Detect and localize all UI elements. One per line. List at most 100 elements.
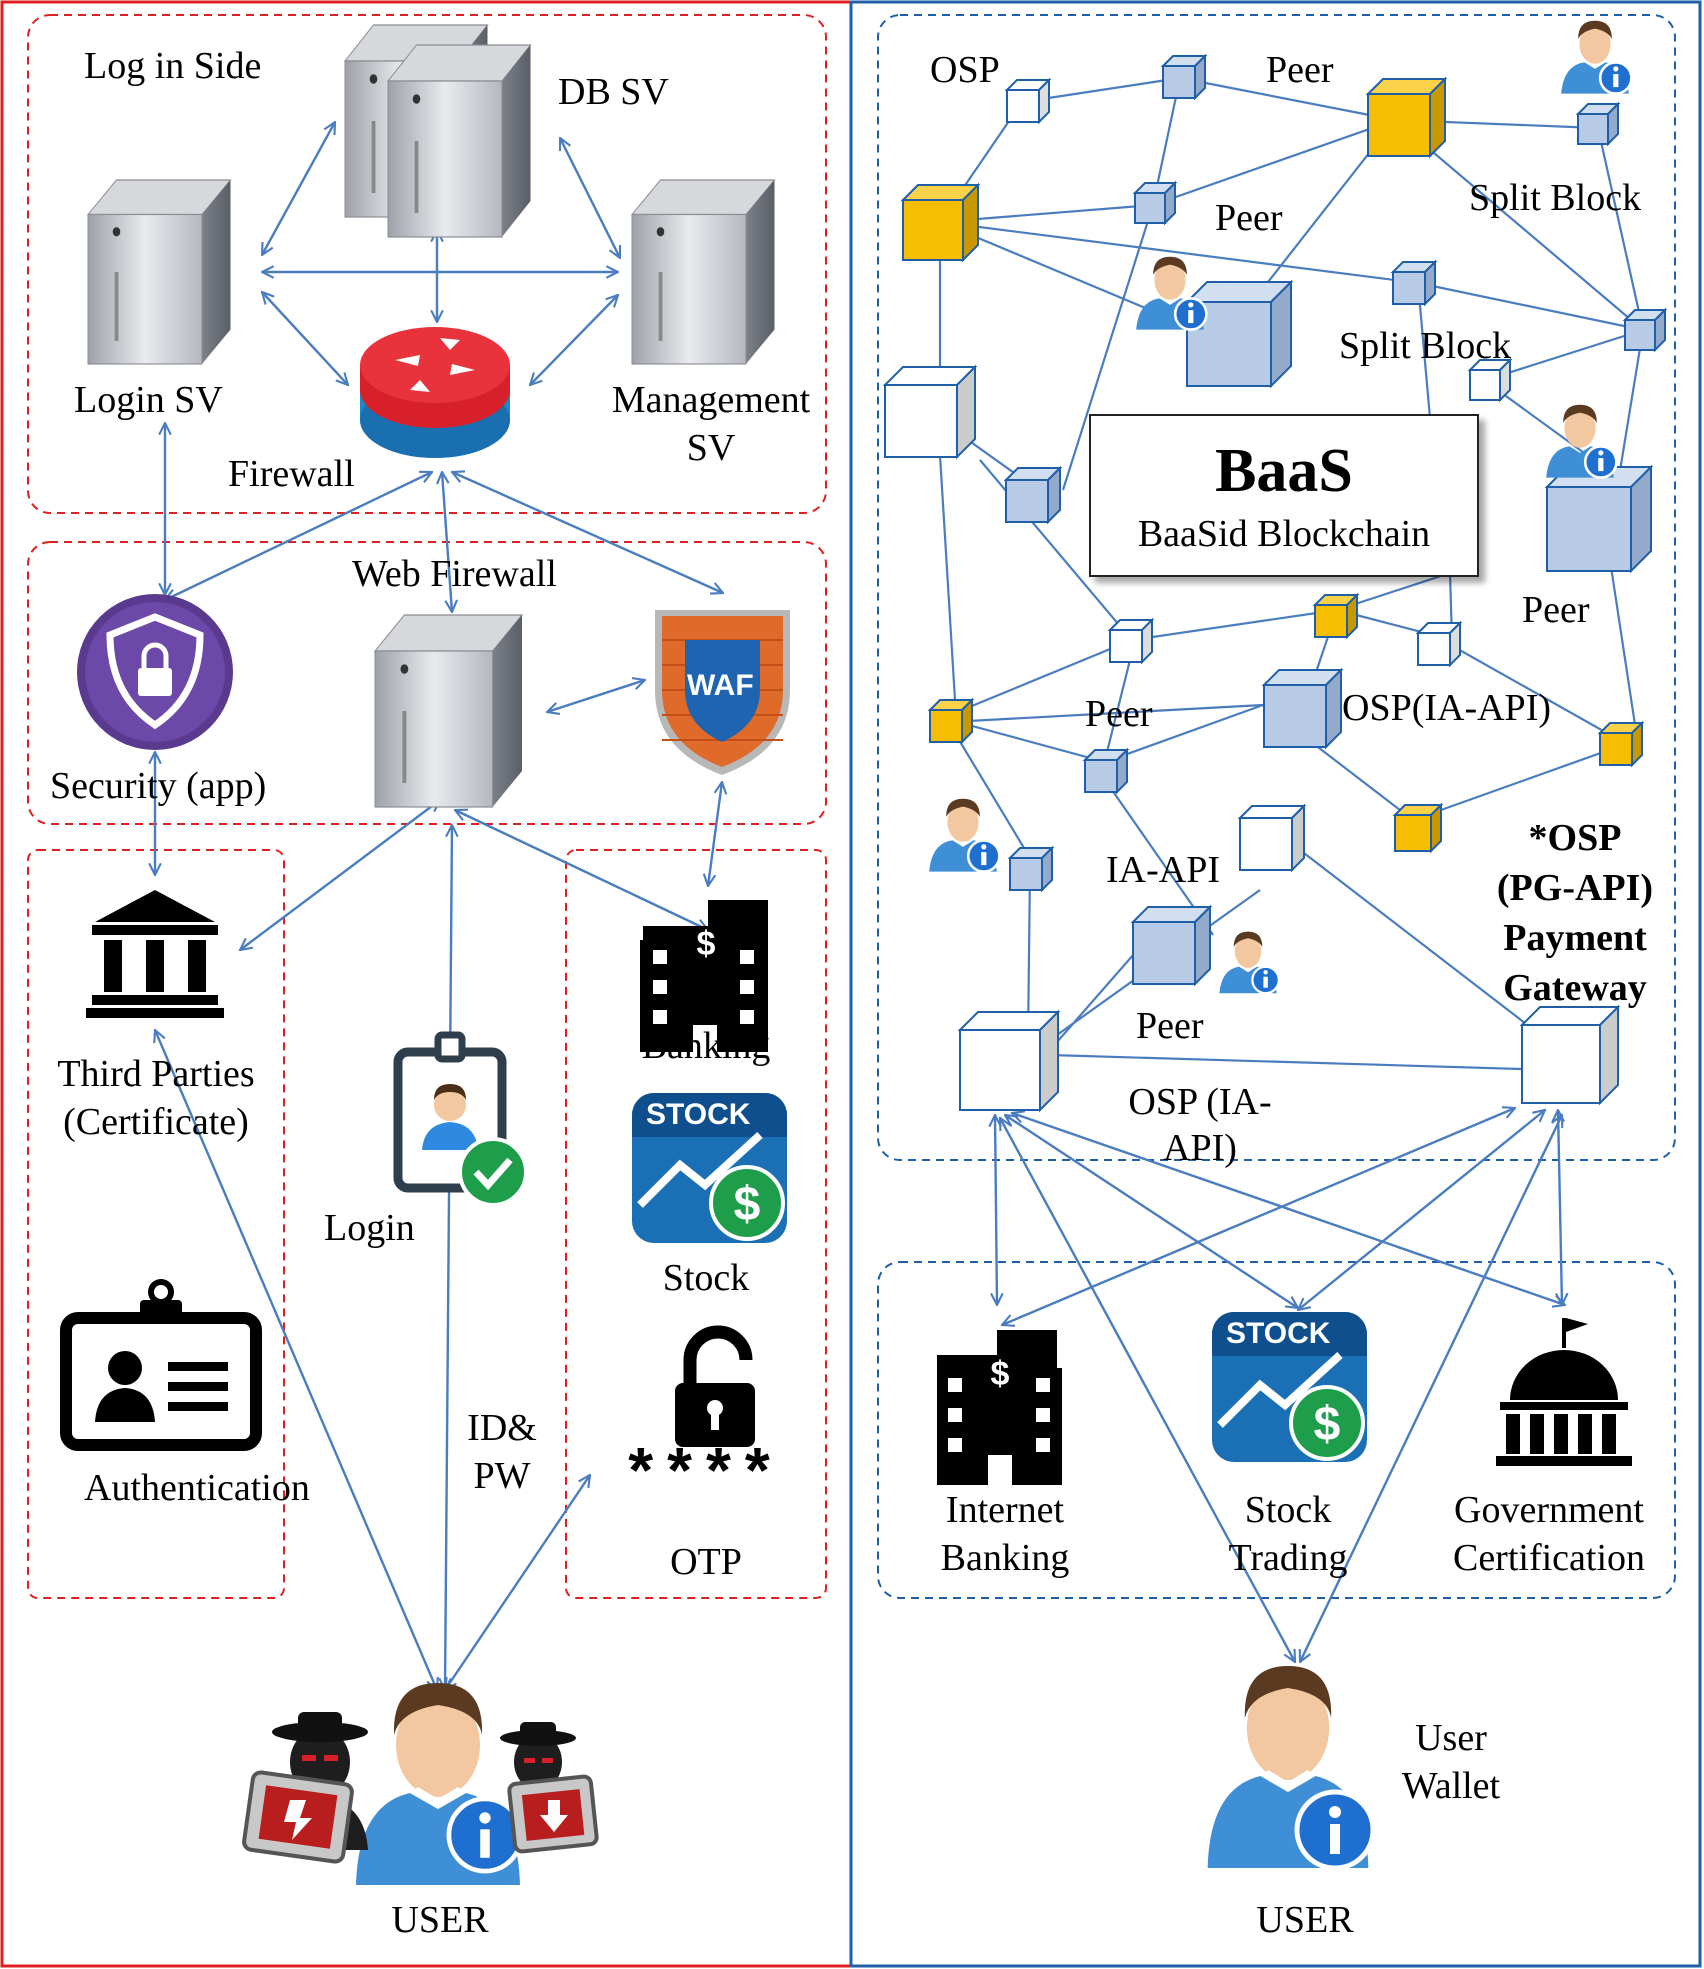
split-block-label: Split Block — [1339, 325, 1512, 367]
bank-building-icon — [86, 890, 224, 1018]
waf-shield-icon — [655, 610, 790, 775]
firewall-icon — [360, 327, 510, 458]
osp-ia-api-label: OSP(IA-API) — [1342, 687, 1551, 729]
third-parties-label-line1: Third Parties — [57, 1053, 255, 1095]
wallet-user-icon — [1207, 1666, 1373, 1868]
authentication-card-icon — [60, 1279, 262, 1451]
network-nodes — [882, 53, 1668, 1113]
left-arrows — [155, 122, 723, 1690]
management-sv-label-line1: Management — [611, 379, 811, 421]
stock-app-icon: $ — [632, 1093, 787, 1243]
banking-label: Banking — [641, 1025, 771, 1067]
user-label: USER — [391, 1899, 489, 1941]
login-badge-icon — [393, 1031, 528, 1207]
cube-node — [1597, 720, 1645, 768]
malware-tablet-icon — [242, 1770, 599, 1864]
cube-node — [1575, 101, 1621, 147]
stock-badge-text: STOCK — [646, 1098, 751, 1131]
cube-node — [1007, 845, 1055, 893]
svg-text:$: $ — [991, 1355, 1010, 1393]
split-block-label: Split Block — [1469, 177, 1642, 219]
svg-text:$: $ — [1314, 1398, 1341, 1451]
osp-ia-bottom-label-line1: OSP (IA- — [1128, 1081, 1272, 1123]
cube-node — [1467, 357, 1513, 403]
gov-cert-label-line1: Government — [1454, 1489, 1644, 1531]
cube-node — [1130, 904, 1213, 987]
third-parties-label-line2: (Certificate) — [63, 1101, 249, 1143]
user-wallet-label-line2: Wallet — [1401, 1765, 1501, 1807]
security-shield-icon — [77, 594, 233, 750]
peer-label: Peer — [1136, 1005, 1204, 1047]
gov-cert-label-line2: Certification — [1452, 1537, 1646, 1579]
user-icon — [356, 1683, 521, 1885]
cube-node — [1004, 77, 1052, 125]
osp-pg-label-line4: Gateway — [1503, 967, 1647, 1009]
authentication-label: Authentication — [84, 1467, 310, 1509]
cube-node — [1003, 465, 1063, 525]
ia-api-label: IA-API — [1106, 849, 1220, 891]
cube-node — [1261, 667, 1344, 750]
otp-label: OTP — [670, 1541, 742, 1583]
stock-badge-text: STOCK — [1226, 1317, 1331, 1350]
peer-label: Peer — [1085, 693, 1153, 735]
web-firewall-label: Web Firewall — [352, 553, 557, 595]
cube-node — [1160, 53, 1208, 101]
log-in-side-label: Log in Side — [84, 45, 262, 87]
peer-label: Peer — [1522, 589, 1590, 631]
internet-banking-label-line2: Banking — [940, 1537, 1070, 1579]
osp-pg-label-line3: Payment — [1503, 917, 1647, 959]
cube-node — [1415, 620, 1463, 668]
management-sv-label-line2: SV — [686, 427, 736, 469]
cube-node — [957, 1009, 1061, 1113]
osp-label: OSP — [930, 49, 1000, 91]
osp-pg-label-line2: (PG-API) — [1496, 867, 1654, 909]
peer-label: Peer — [1215, 197, 1283, 239]
cube-node — [1107, 617, 1155, 665]
cube-node — [1132, 180, 1178, 226]
cube-node — [1184, 279, 1294, 389]
login-server-icon — [87, 179, 232, 365]
cube-node — [927, 697, 975, 745]
right-panel-border — [849, 0, 1702, 1968]
web-firewall-server-icon — [374, 614, 523, 808]
stock-label: Stock — [662, 1257, 750, 1299]
waf-text: WAF — [687, 669, 754, 702]
right-arrows — [995, 1108, 1565, 1662]
internet-banking-icon: $ — [937, 1330, 1062, 1485]
security-app-label: Security (app) — [50, 765, 267, 807]
login-sv-label: Login SV — [74, 379, 223, 421]
stock-trading-icon: $ — [1212, 1312, 1367, 1462]
baas-title: BaaS — [1215, 437, 1353, 505]
osp-pg-label-line1: *OSP — [1528, 817, 1622, 859]
cube-node — [1622, 307, 1668, 353]
cube-node — [1082, 747, 1130, 795]
management-server-icon — [631, 179, 776, 365]
cube-node — [900, 182, 981, 263]
peer-user-icon — [1544, 403, 1618, 479]
cube-node — [1392, 802, 1444, 854]
svg-text:$: $ — [697, 925, 716, 963]
osp-ia-bottom-label-line2: API) — [1163, 1127, 1237, 1169]
cube-node — [1519, 1004, 1621, 1106]
otp-mask-text: **** — [628, 1434, 784, 1506]
banking-building-icon: $ — [640, 900, 768, 1052]
cube-node — [882, 364, 978, 460]
user-label: USER — [1256, 1899, 1354, 1941]
login-label: Login — [324, 1207, 415, 1249]
cube-node — [1237, 803, 1307, 873]
cube-node — [1365, 76, 1448, 159]
db-server-icon — [344, 24, 532, 238]
cube-node — [1312, 592, 1360, 640]
otp-lock-icon — [675, 1325, 755, 1447]
id-pw-label-line2: PW — [473, 1455, 531, 1497]
peer-user-icon — [1218, 930, 1280, 995]
government-building-icon — [1496, 1318, 1632, 1466]
peer-user-icon — [1559, 19, 1633, 95]
db-sv-label: DB SV — [558, 71, 669, 113]
cube-node — [1390, 259, 1438, 307]
cube-node — [1544, 464, 1654, 574]
peer-user-icon — [927, 797, 1001, 873]
baas-box: BaaS BaaSid Blockchain — [1089, 414, 1479, 577]
